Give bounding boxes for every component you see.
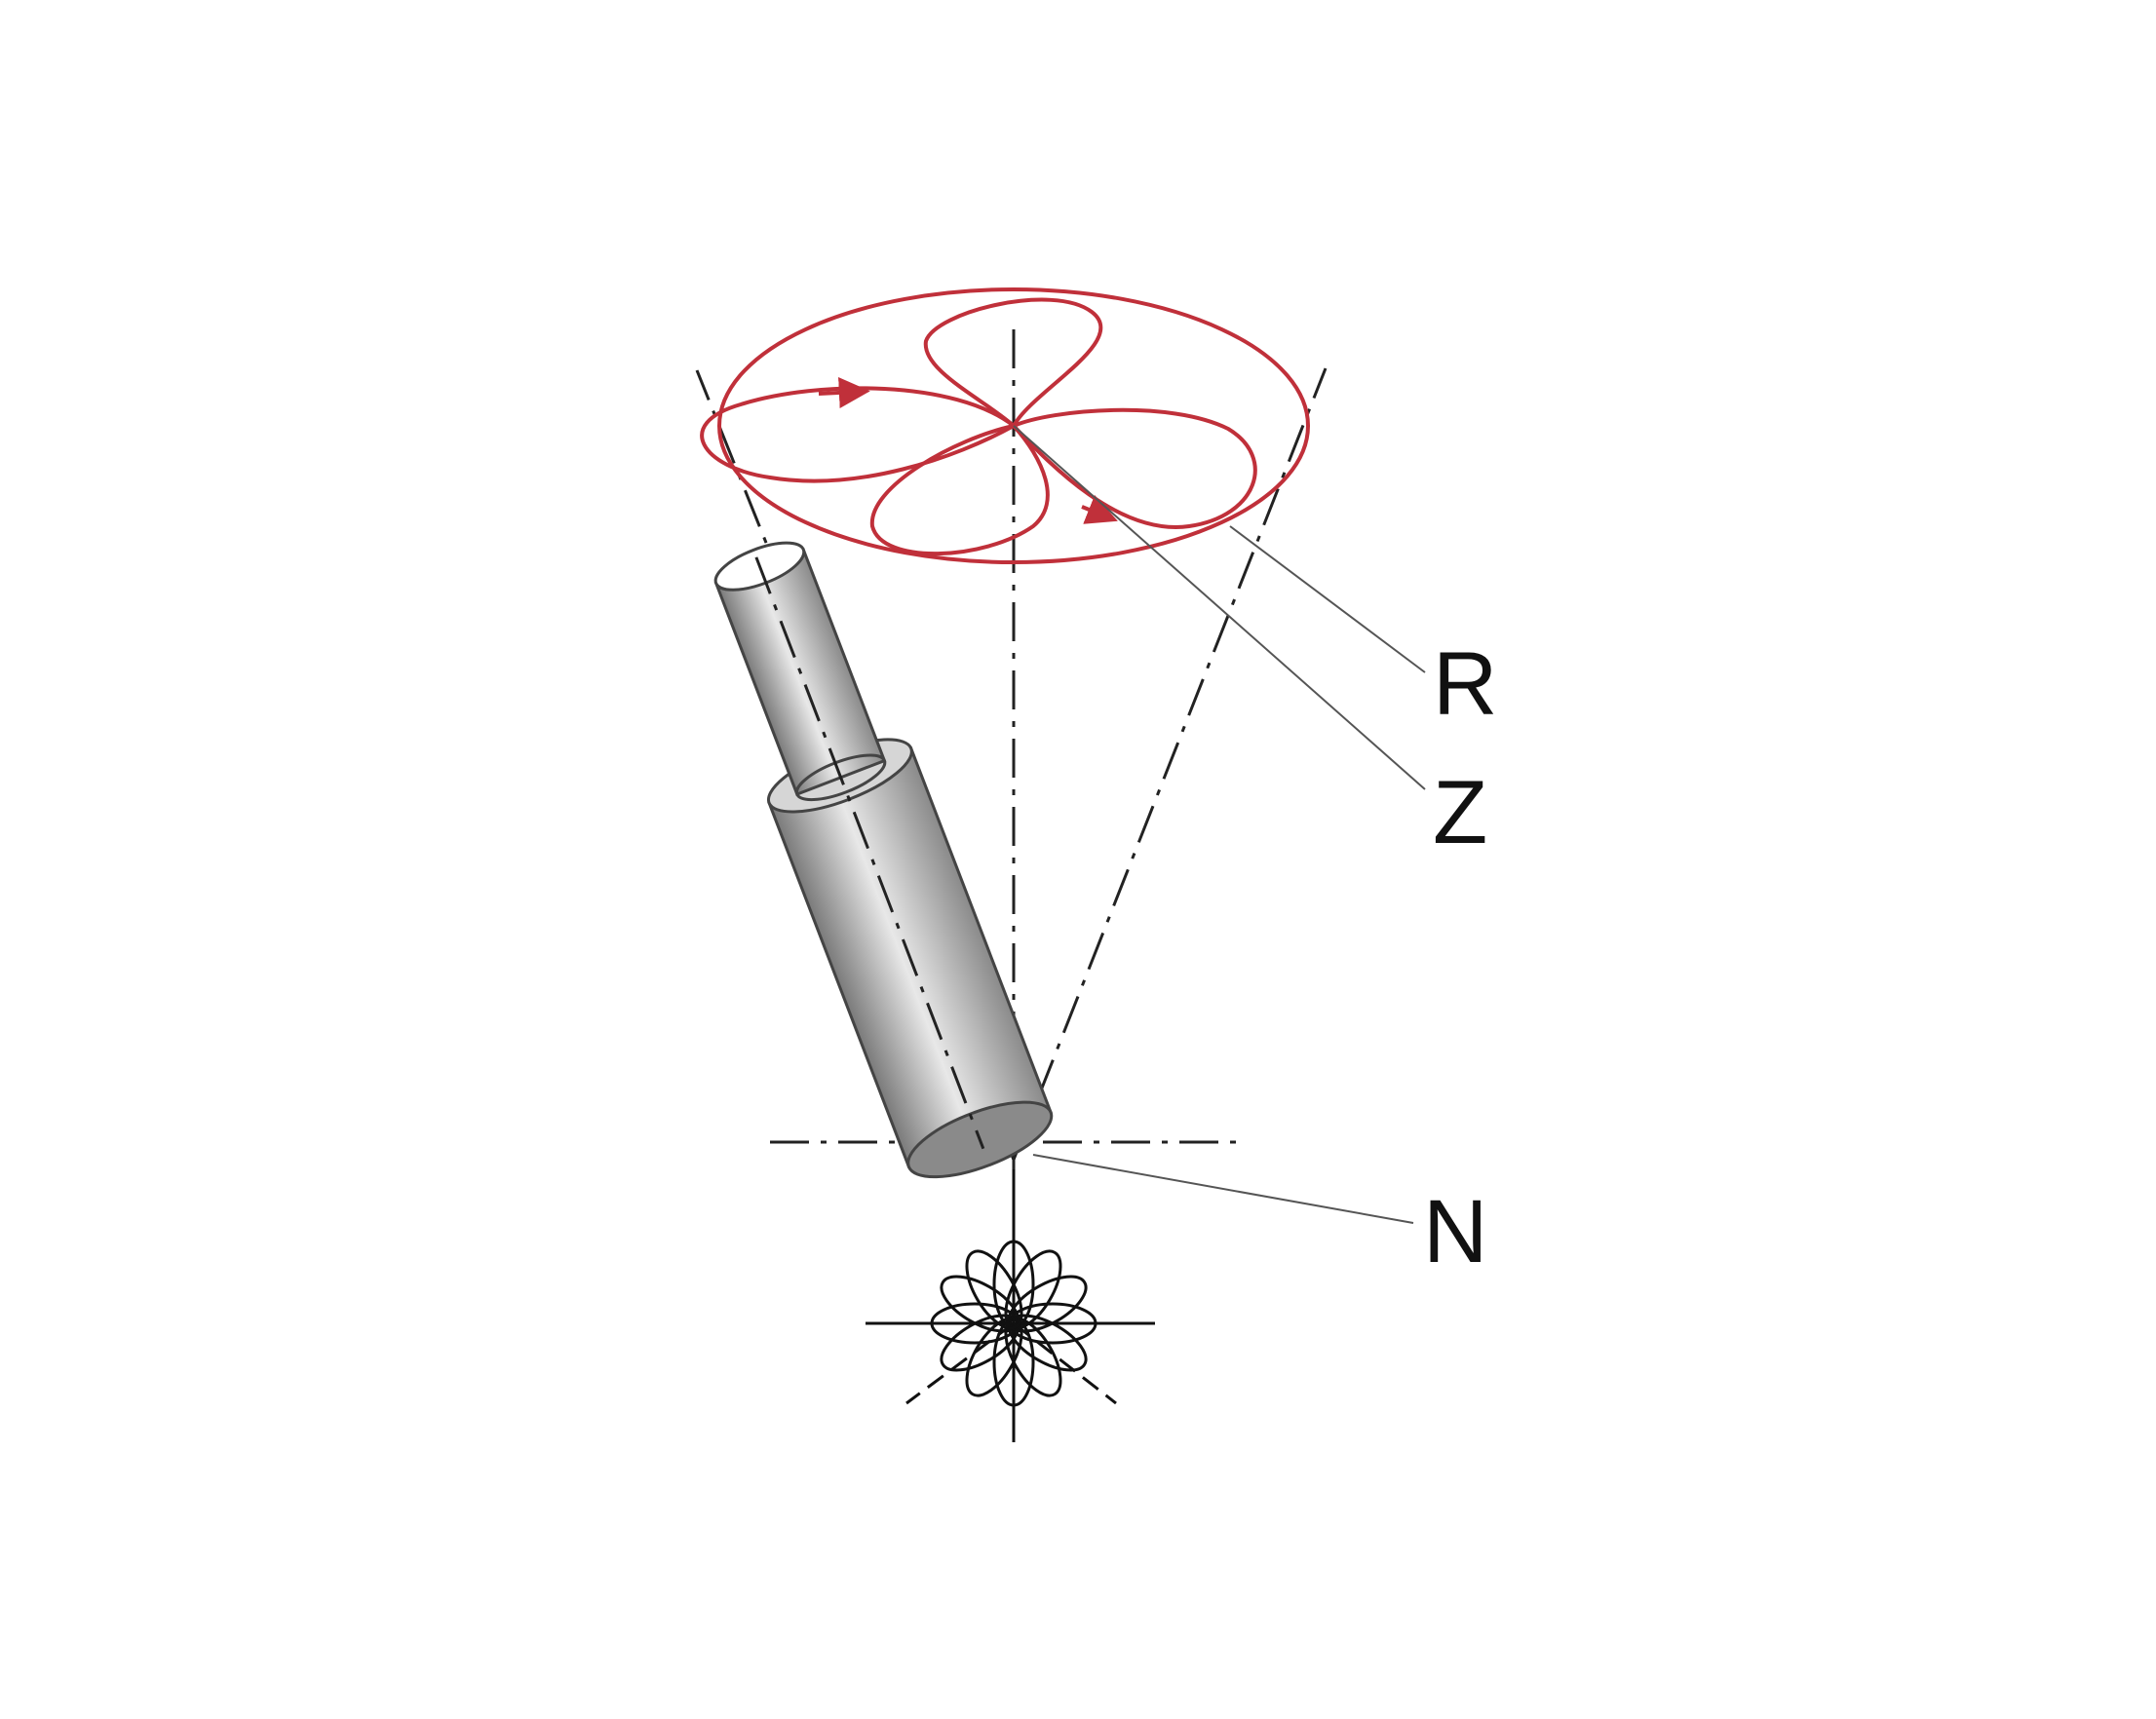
- label-r: R: [1433, 634, 1498, 734]
- rosette-diag-left: [905, 1321, 1015, 1405]
- leader-r: [1229, 525, 1426, 673]
- outer-ellipse-path: [717, 287, 1310, 564]
- petal-loop-right: [1012, 407, 1257, 529]
- cone-right-edge: [1012, 367, 1328, 1161]
- leader-n: [1032, 1154, 1414, 1224]
- label-z: Z: [1433, 763, 1488, 862]
- leader-lines: [1013, 425, 1426, 1224]
- petal-loop-top: [923, 297, 1103, 428]
- nozzle: [713, 541, 1054, 1179]
- cone-outline: [695, 329, 1328, 1442]
- path-arrow-upper: [818, 376, 870, 408]
- rosette-pattern: [866, 1169, 1155, 1442]
- label-n: N: [1423, 1182, 1488, 1281]
- nozzle-path-top: [700, 287, 1310, 564]
- petal-loop-left: [700, 386, 1016, 483]
- rosette-petals: [930, 1240, 1097, 1407]
- leader-z: [1013, 425, 1426, 790]
- petal-loop-bottom: [869, 424, 1050, 556]
- rosette-diag-right: [1013, 1321, 1117, 1405]
- path-arrow-lower: [1081, 495, 1118, 524]
- nozzle-centerline: [754, 556, 985, 1150]
